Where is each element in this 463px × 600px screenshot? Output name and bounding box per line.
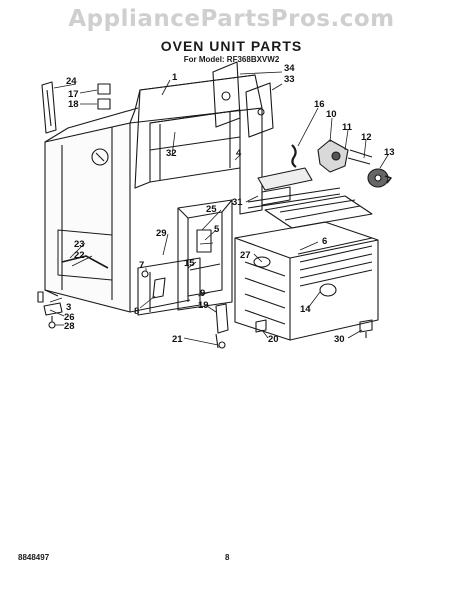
callout-4: 4 (236, 148, 242, 159)
burner-assembly (317, 139, 392, 188)
document-number: 8848497 (18, 553, 50, 562)
callout-21: 21 (172, 334, 183, 345)
callout-6: 6 (322, 236, 327, 247)
callout-18: 18 (68, 99, 79, 110)
clip-18 (97, 98, 111, 110)
callout-16: 16 (314, 99, 325, 110)
callout-11: 11 (342, 122, 353, 133)
callout-28: 28 (64, 321, 75, 332)
callout-24: 24 (66, 76, 77, 87)
bracket-8 (152, 277, 166, 299)
callout-17: 17 (68, 89, 79, 100)
callout-33: 33 (284, 74, 295, 85)
screw-7 (141, 270, 149, 278)
callout-12: 12 (361, 132, 372, 143)
oven-liner-frame (177, 199, 233, 311)
callout-1: 1 (172, 72, 178, 83)
callout-10: 10 (326, 109, 337, 120)
oven-rack-box (234, 195, 379, 341)
bracket-assembly (215, 303, 267, 349)
callout-9: 9 (200, 288, 205, 299)
callout-3: 3 (66, 302, 71, 313)
insulation-strip (41, 81, 57, 134)
callout-19: 19 (198, 300, 209, 311)
callout-25: 25 (206, 204, 217, 215)
callout-5: 5 (214, 224, 220, 235)
igniter-assembly (247, 167, 341, 209)
callout-7: 7 (139, 260, 144, 271)
callout-14: 14 (300, 304, 311, 315)
callout-31: 31 (232, 197, 243, 208)
callout-22: 22 (74, 250, 85, 261)
callout-26: 26 (64, 312, 75, 323)
callout-15: 15 (184, 258, 195, 269)
tube-16 (291, 144, 297, 168)
callout-27: 27 (240, 250, 251, 261)
diagram-title: OVEN UNIT PARTS (160, 38, 303, 54)
callout-30: 30 (334, 334, 345, 345)
callout-32: 32 (166, 148, 177, 159)
callout-13: 13 (384, 147, 395, 158)
page-number: 8 (225, 553, 230, 562)
rear-panel (212, 61, 274, 138)
watermark: AppliancePartsPros.com (68, 6, 395, 32)
model-subtitle: For Model: RF368BXVW2 (183, 55, 280, 64)
callout-29: 29 (156, 228, 167, 239)
clip-17 (97, 83, 111, 95)
callout-34: 34 (284, 63, 295, 74)
callout-20: 20 (268, 334, 279, 345)
leader-lines (49, 71, 389, 346)
callout-labels: 1 3 4 5 6 7 8 9 10 11 12 13 14 15 16 17 … (64, 63, 395, 345)
callout-23: 23 (74, 239, 85, 250)
callout-8: 8 (134, 306, 139, 317)
oven-cabinet (44, 74, 263, 313)
